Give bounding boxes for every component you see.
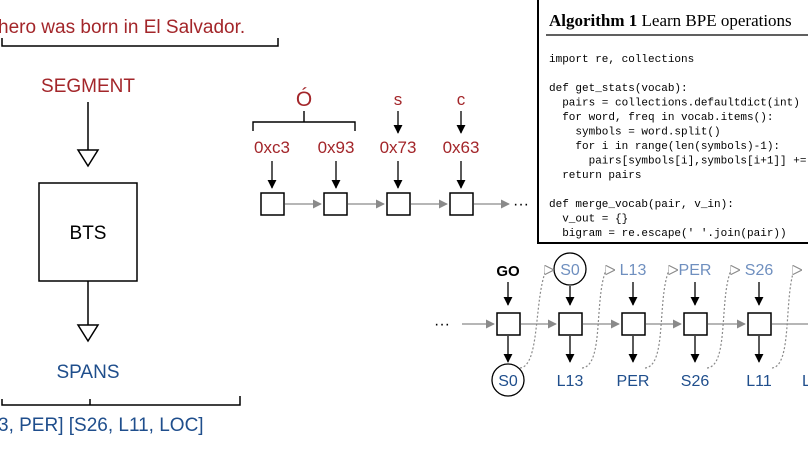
input-state-circle (553, 252, 587, 286)
code-line: def merge_vocab(pair, v_in): (549, 199, 734, 211)
byte-code: 0x73 (380, 138, 417, 157)
decoder-ellipsis: ··· (434, 316, 450, 333)
segment-label: SEGMENT (41, 76, 135, 97)
code-line: pairs[symbols[i],symbols[i+1]] += freq (549, 156, 808, 168)
code-line: v_out = {} (549, 214, 628, 226)
spans-arrow-head (76, 324, 100, 343)
input-sentence: hero was born in El Salvador. (0, 17, 245, 38)
decoder-input: S0 (560, 262, 580, 279)
code-line: def get_stats(vocab): (549, 83, 688, 95)
decoder-output: PER (617, 373, 650, 390)
code-line: for word, freq in vocab.items(): (549, 112, 773, 124)
encoder-cell (386, 192, 411, 216)
char-label: c (457, 90, 466, 109)
feedback-link (771, 270, 801, 369)
char-label: Ó (296, 88, 312, 111)
char-label: s (394, 90, 403, 109)
algorithm-box: Algorithm 1 Learn BPE operations import … (537, 0, 808, 244)
decoder-input: S26 (745, 262, 774, 279)
decoder-output: L11 (746, 373, 772, 390)
decoder-cell (558, 312, 583, 336)
char-bracket (252, 121, 356, 131)
feedback-link (706, 270, 739, 369)
go-label: GO (496, 263, 520, 280)
byte-code: 0x63 (443, 138, 480, 157)
bts-model-label: BTS (70, 223, 107, 244)
algorithm-title-rest: Learn BPE operations (637, 11, 791, 30)
decoder-input: L13 (620, 262, 647, 279)
encoder-cell (260, 192, 285, 216)
code-line: import re, collections (549, 54, 694, 66)
byte-encoding: Ó s c 0xc3 0x93 0x73 0x63 ··· (252, 88, 529, 216)
algorithm-code: import re, collections def get_stats(voca… (549, 54, 808, 240)
feedback-link (519, 270, 553, 369)
encoder-cell (449, 192, 474, 216)
byte-code: 0x93 (318, 138, 355, 157)
algorithm-title-bold: Algorithm 1 (549, 11, 637, 30)
code-line: return pairs (549, 170, 641, 182)
decoder-output: L13 (557, 373, 584, 390)
code-line: pairs = collections.defaultdict(int) (549, 98, 800, 110)
spans-bracket (1, 396, 241, 406)
code-line: for i in range(len(symbols)-1): (549, 141, 780, 153)
feedback-link (644, 270, 677, 369)
output-state-circle (491, 363, 525, 397)
byte-code: 0xc3 (254, 138, 290, 157)
decoder-input: PER (679, 262, 712, 279)
code-line: symbols = word.split() (549, 127, 721, 139)
decoder-output: L (802, 373, 808, 390)
spans-output: 3, PER] [S26, L11, LOC] (0, 415, 204, 436)
code-line: bigram = re.escape(' '.join(pair)) (549, 228, 787, 240)
decoder-output: S0 (498, 373, 518, 390)
decoder-cell (683, 312, 708, 336)
decoder-cell (496, 312, 521, 336)
encoder-cell (323, 192, 348, 216)
encoder-ellipsis: ··· (513, 196, 529, 213)
decoder-output: S26 (681, 373, 710, 390)
feedback-link (581, 270, 614, 369)
algorithm-title: Algorithm 1 Learn BPE operations (549, 11, 792, 30)
decoder-cell (621, 312, 646, 336)
input-bracket (1, 38, 279, 47)
left-pipeline: hero was born in El Salvador. SEGMENT BT… (0, 17, 279, 436)
decoder-cell (747, 312, 772, 336)
spans-label: SPANS (56, 362, 119, 383)
segment-arrow-head (76, 149, 100, 168)
algorithm-frame (537, 0, 808, 244)
decoder: GO S0 L13 PER S26 L1 ··· (434, 252, 808, 397)
